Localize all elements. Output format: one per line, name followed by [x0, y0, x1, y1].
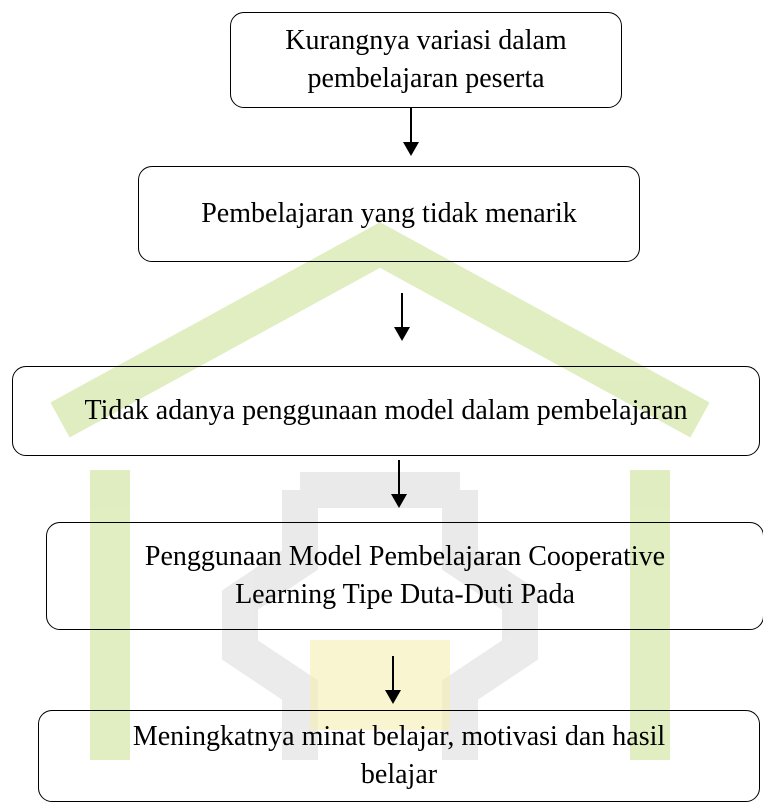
arrow-3-to-4: [387, 460, 411, 508]
flow-step-1: Kurangnya variasi dalam pembelajaran pes…: [230, 12, 622, 108]
flow-step-1-label: Kurangnya variasi dalam pembelajaran pes…: [285, 25, 567, 94]
flow-step-4-label: Penggunaan Model Pembelajaran Cooperativ…: [144, 541, 666, 610]
flow-step-3-label: Tidak adanya penggunaan model dalam pemb…: [84, 395, 688, 426]
flow-step-5: Meningkatnya minat belajar, motivasi dan…: [38, 710, 760, 802]
flow-step-4: Penggunaan Model Pembelajaran Cooperativ…: [46, 522, 763, 630]
arrow-2-to-3: [390, 293, 414, 341]
flow-step-5-label: Meningkatnya minat belajar, motivasi dan…: [132, 721, 666, 790]
flow-step-2: Pembelajaran yang tidak menarik: [138, 166, 640, 262]
arrow-1-to-2: [399, 108, 423, 156]
flow-step-2-label: Pembelajaran yang tidak menarik: [201, 198, 577, 229]
flow-step-3: Tidak adanya penggunaan model dalam pemb…: [12, 366, 760, 456]
arrow-4-to-5: [381, 656, 405, 704]
